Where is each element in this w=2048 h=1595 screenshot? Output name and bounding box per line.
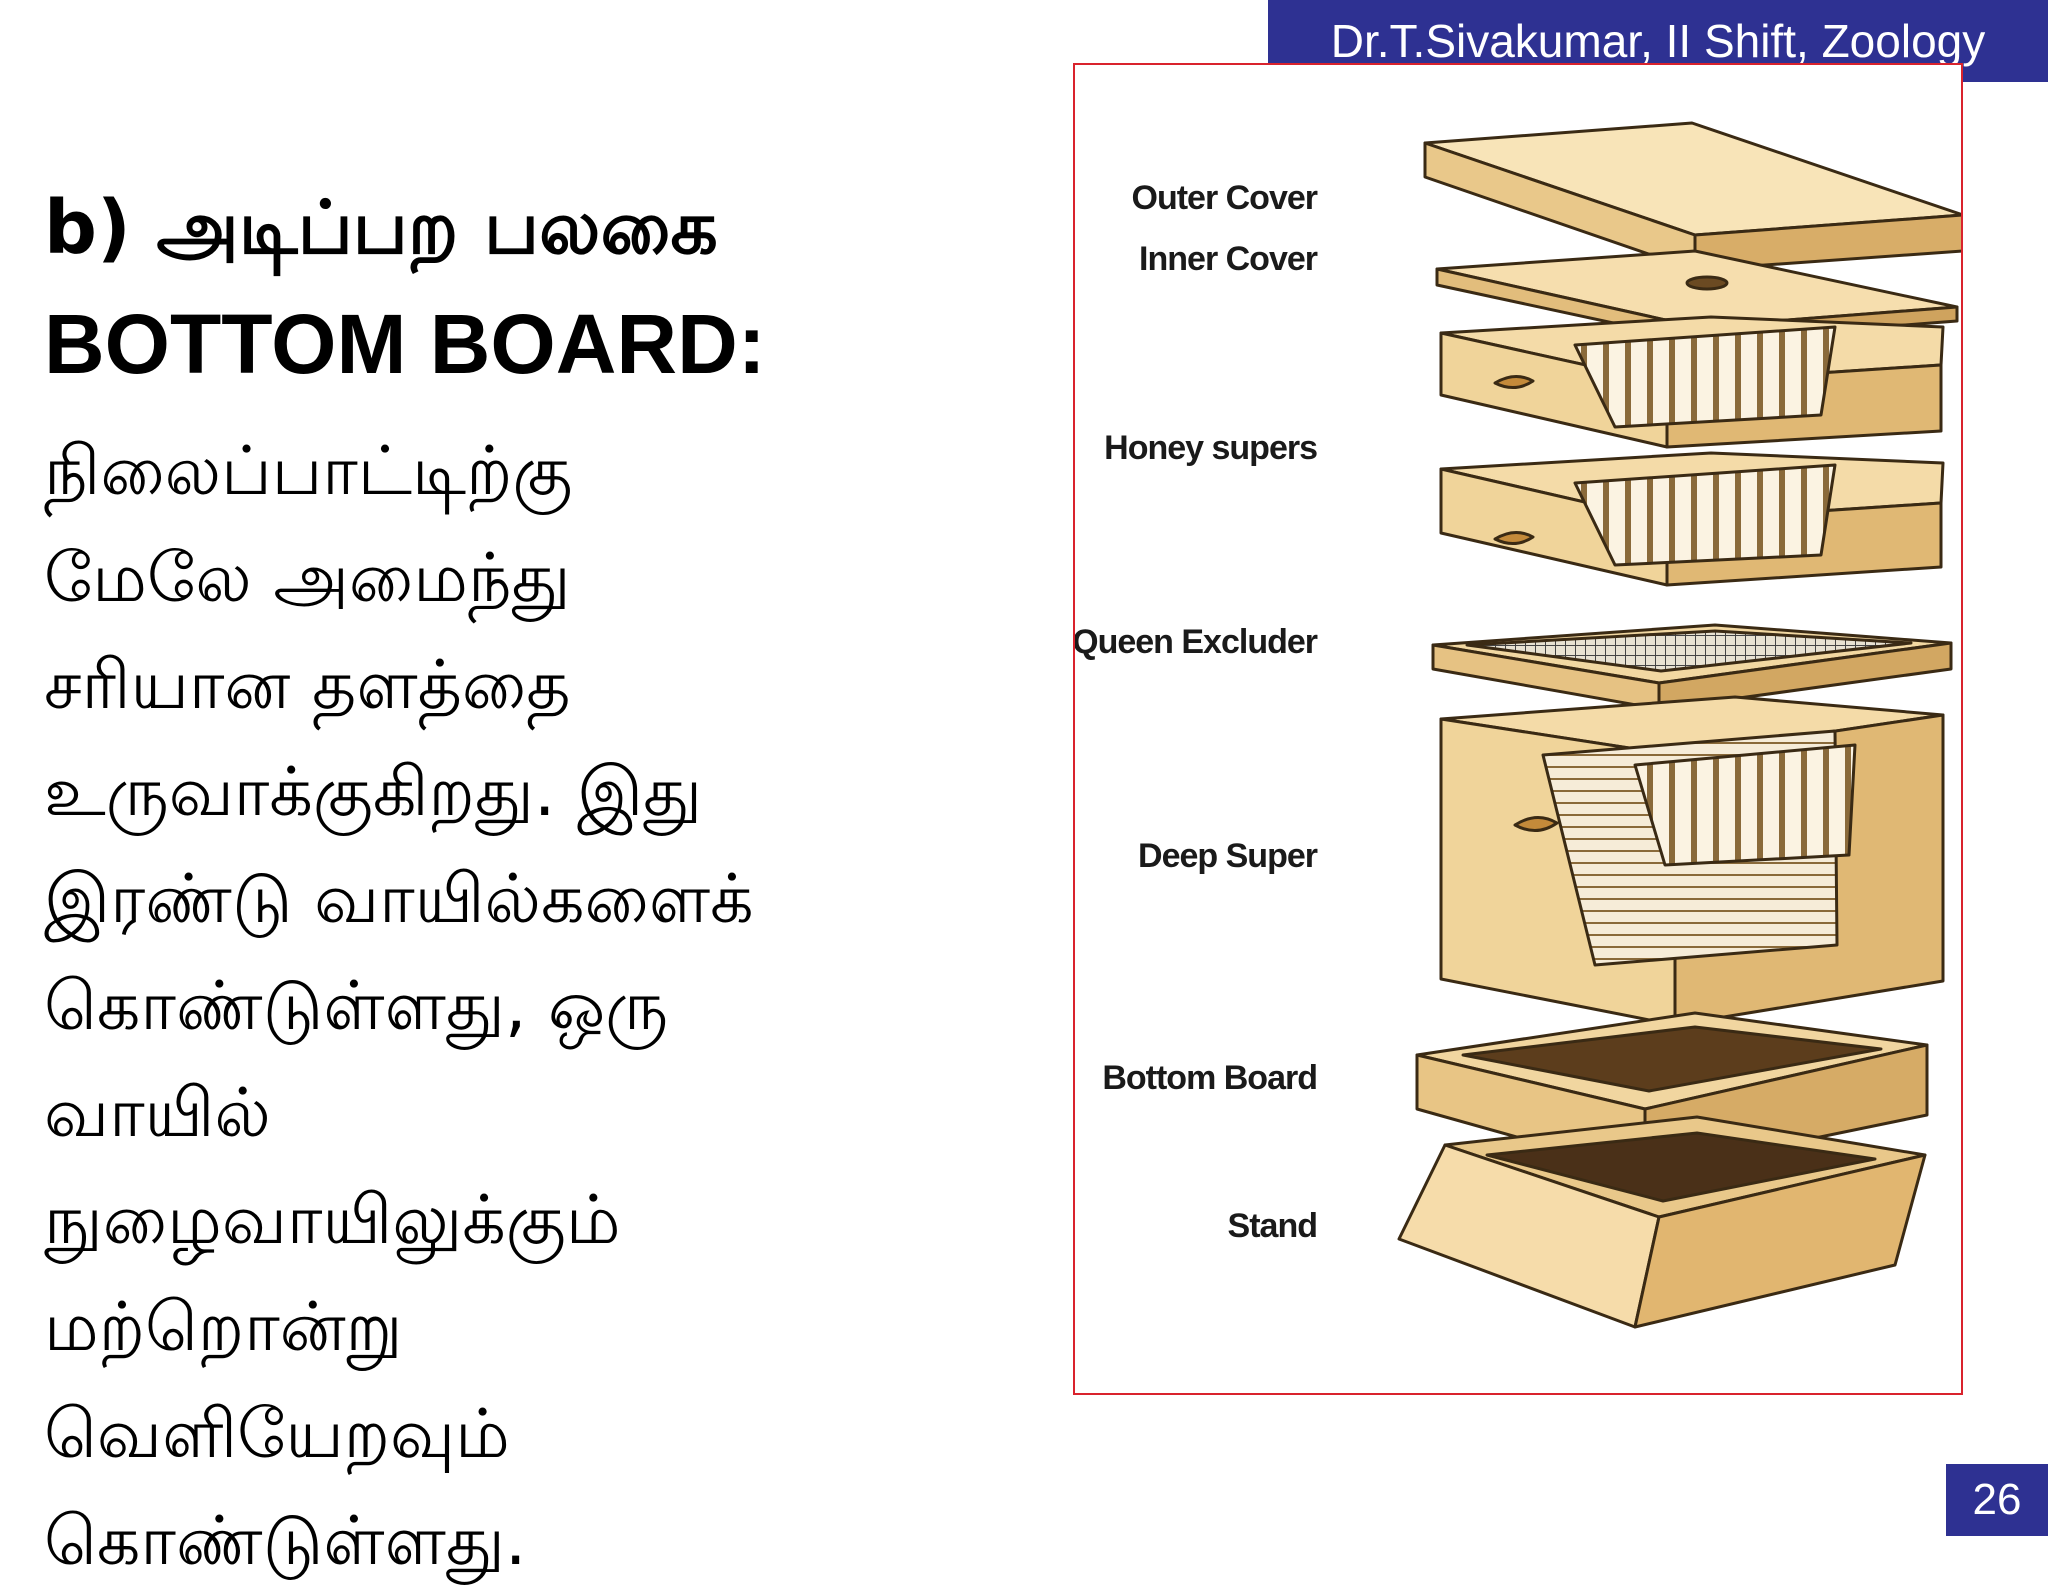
body-line: கொண்டுள்ளது.	[44, 1502, 527, 1581]
body-line: நிலைப்பாட்டிற்கு	[44, 432, 573, 511]
body-line: இரண்டு வாயில்களைக்	[44, 860, 754, 939]
label-inner-cover: Inner Cover	[1139, 240, 1318, 278]
body-paragraph: நிலைப்பாட்டிற்கு மேலே அமைந்து சரியான தளத…	[44, 418, 1064, 1595]
body-line: கொண்டுள்ளது, ஒரு	[44, 967, 669, 1046]
label-outer-cover: Outer Cover	[1132, 179, 1318, 217]
label-stand: Stand	[1228, 1207, 1317, 1245]
beehive-diagram: Outer Cover Inner Cover Honey supers Que…	[1075, 121, 1961, 1329]
stand-part	[1397, 1115, 1927, 1329]
page-number: 26	[1946, 1464, 2048, 1536]
heading-tamil: b) அடிப்பற பலகை	[44, 185, 718, 271]
body-line: நுழைவாயிலுக்கும்	[44, 1181, 621, 1260]
outer-cover-part	[1423, 121, 1961, 272]
label-deep-super: Deep Super	[1138, 837, 1318, 875]
body-line: சரியான தளத்தை	[44, 646, 571, 725]
heading-english: BOTTOM BOARD:	[44, 297, 766, 391]
label-queen-excluder: Queen Excluder	[1075, 623, 1318, 661]
honey-super-2-part	[1439, 451, 1945, 587]
deep-super-part	[1439, 695, 1945, 1027]
body-line: வாயில்	[44, 1074, 271, 1153]
body-line: மற்றொன்று	[44, 1288, 403, 1367]
body-line: மேலே அமைந்து	[44, 539, 571, 618]
body-line: உருவாக்குகிறது. இது	[44, 753, 703, 832]
label-honey-supers: Honey supers	[1104, 429, 1317, 467]
beehive-figure: Outer Cover Inner Cover Honey supers Que…	[1073, 63, 1963, 1395]
body-line: வெளியேறவும்	[44, 1395, 510, 1474]
label-bottom-board: Bottom Board	[1102, 1059, 1317, 1097]
slide-heading: b) அடிப்பற பலகை BOTTOM BOARD:	[44, 170, 1054, 402]
queen-excluder-part	[1431, 623, 1953, 711]
honey-super-1-part	[1439, 315, 1945, 449]
